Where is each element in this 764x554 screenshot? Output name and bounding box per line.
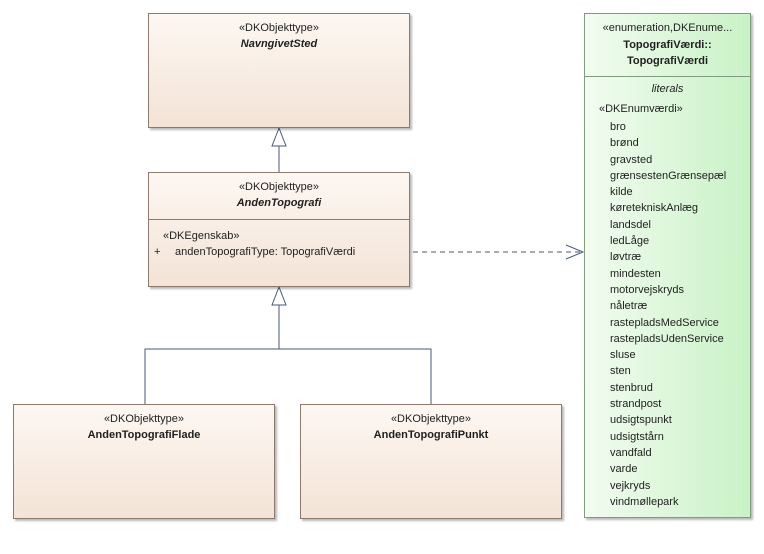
generalization-line-flade bbox=[144, 348, 279, 404]
enum-literal[interactable]: brønd bbox=[610, 137, 639, 150]
stereotype-label: «DKObjekttype» bbox=[238, 181, 320, 193]
class-navngivet-sted[interactable]: «DKObjekttype» NavngivetSted bbox=[148, 13, 410, 128]
enum-literal[interactable]: kilde bbox=[610, 186, 633, 199]
stereotype-label: «DKObjekttype» bbox=[390, 413, 472, 425]
dependency-arrowhead bbox=[565, 244, 585, 260]
attribute-stereotype: «DKEgenskab» bbox=[163, 230, 240, 242]
enumeration-topografi-vaerdi[interactable]: «enumeration,DKEnume... TopografiVærdi::… bbox=[584, 13, 751, 518]
stereotype-label: «DKObjekttype» bbox=[103, 413, 185, 425]
enum-literal[interactable]: motorvejskryds bbox=[610, 283, 684, 296]
enum-literal[interactable]: bro bbox=[610, 121, 626, 133]
enum-literal[interactable]: rastepladsMedService bbox=[610, 316, 719, 329]
enum-literal[interactable]: ledLåge bbox=[610, 235, 650, 248]
stereotype-label: «DKObjekttype» bbox=[238, 22, 320, 34]
attribute-anden-topografi-type[interactable]: andenTopografiType: TopografiVærdi bbox=[175, 246, 356, 258]
class-name: AndenTopografi bbox=[236, 197, 322, 209]
compartment-divider bbox=[149, 219, 409, 220]
class-anden-topografi-punkt[interactable]: «DKObjekttype» AndenTopografiPunkt bbox=[300, 404, 562, 519]
enum-literal[interactable]: stenbrud bbox=[610, 381, 653, 394]
class-name: AndenTopografiFlade bbox=[87, 429, 201, 441]
enum-literal[interactable]: sluse bbox=[610, 349, 636, 362]
literal-stereotype: «DKEnumværdi» bbox=[599, 103, 683, 115]
enum-literal[interactable]: nåletræ bbox=[610, 300, 648, 313]
enum-literal[interactable]: vejkryds bbox=[610, 479, 651, 492]
literal-list: bro brønd gravsted grænsestenGrænsepæl kilde… bbox=[585, 119, 750, 510]
enum-literal[interactable]: vandfald bbox=[610, 446, 652, 459]
enum-literal[interactable]: udsigtspunkt bbox=[610, 414, 672, 427]
enum-literal[interactable]: gravsted bbox=[610, 153, 653, 166]
enum-literal[interactable]: landsdel bbox=[610, 218, 651, 231]
enum-name-line2: TopografiVærdi bbox=[626, 55, 709, 67]
class-name: NavngivetSted bbox=[240, 38, 318, 50]
enum-literal[interactable]: udsigtstårn bbox=[610, 430, 664, 443]
enum-literal[interactable]: grænsestenGrænsepæl bbox=[610, 169, 727, 182]
enum-literal[interactable]: strandpost bbox=[610, 398, 662, 411]
class-anden-topografi-flade[interactable]: «DKObjekttype» AndenTopografiFlade bbox=[13, 404, 275, 519]
enum-literal[interactable]: mindesten bbox=[610, 267, 661, 280]
generalization-arrowhead-anden bbox=[271, 285, 287, 306]
literals-section-label: literals bbox=[651, 83, 684, 95]
class-anden-topografi[interactable]: «DKObjekttype» AndenTopografi «DKEgenska… bbox=[148, 172, 410, 287]
generalization-line-punkt bbox=[279, 348, 432, 404]
enum-literal[interactable]: rastepladsUdenService bbox=[610, 332, 724, 345]
enum-literal[interactable]: løvtræ bbox=[610, 251, 642, 264]
compartment-divider bbox=[585, 76, 750, 77]
enum-name-line1: TopografiVærdi:: bbox=[623, 39, 712, 51]
attribute-visibility: + bbox=[154, 246, 161, 258]
enum-literal[interactable]: sten bbox=[610, 365, 631, 378]
enum-literal[interactable]: vindmøllepark bbox=[610, 495, 679, 508]
enum-literal[interactable]: køretekniskAnlæg bbox=[610, 202, 699, 215]
generalization-arrowhead-navngivet bbox=[271, 126, 287, 147]
class-name: AndenTopografiPunkt bbox=[373, 429, 489, 441]
enum-literal[interactable]: varde bbox=[610, 463, 638, 476]
stereotype-label: «enumeration,DKEnume... bbox=[602, 22, 733, 34]
